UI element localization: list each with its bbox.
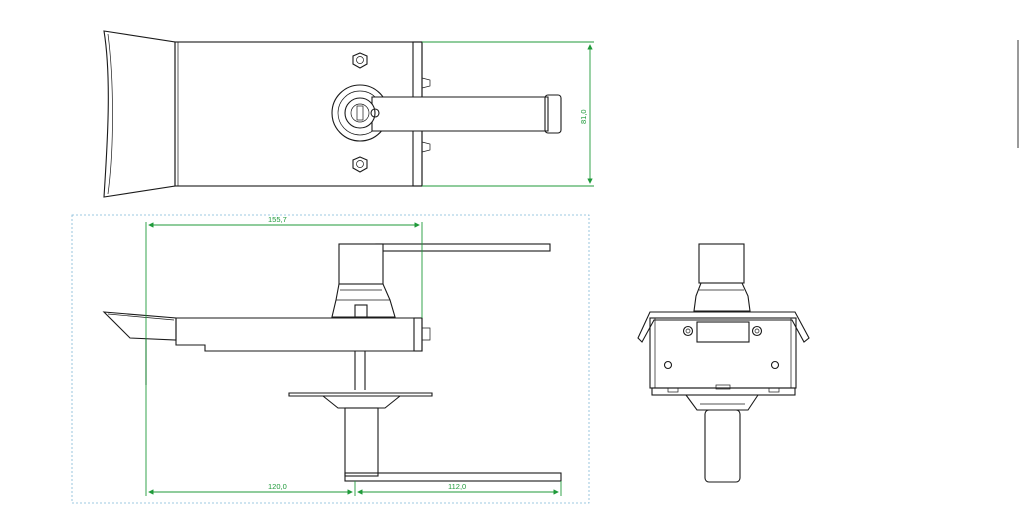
top-view-funnel [103, 30, 176, 198]
side-view-lower-cylinder [704, 409, 741, 483]
front-view [102, 243, 562, 482]
front-view-hub [338, 243, 384, 285]
top-view-pin-top [421, 77, 431, 89]
dimension-top-view-height-label: 81,0 [579, 109, 588, 124]
dimension-front-view-right-label: 112,0 [448, 482, 466, 491]
top-view-cylinder [344, 97, 376, 129]
top-view-keyway [356, 105, 364, 121]
front-view-frame [71, 214, 590, 504]
top-view-cylinder-core [350, 103, 370, 123]
side-view [637, 243, 810, 483]
front-view-end-plate [413, 317, 423, 352]
top-view-funnel-inner [107, 33, 113, 195]
side-view-bracket [637, 311, 810, 343]
top-view-pin-bottom [421, 141, 431, 153]
side-view-latch-face [696, 321, 750, 343]
top-view-screw-bottom [352, 156, 368, 173]
side-view-base-plate [651, 387, 796, 396]
top-view-screw-top [352, 52, 368, 69]
dimension-front-view-width: 155,7 [145, 215, 423, 496]
front-view-latch [102, 311, 177, 341]
side-view-screw-upper-right [751, 325, 763, 337]
top-view-cylinder-side [370, 108, 380, 118]
top-view [103, 30, 562, 198]
front-view-top-handle [375, 243, 551, 252]
dimension-front-view-left-label: 120,0 [268, 482, 287, 491]
front-view-rose-disc [288, 392, 433, 397]
front-view-hub-base [331, 283, 396, 318]
dimension-top-view-height: 81,0 [422, 41, 594, 187]
top-view-lever-tip [544, 94, 562, 134]
side-view-top-base [693, 282, 751, 312]
front-view-pin [422, 327, 431, 341]
side-view-screw-lower-left [663, 360, 673, 370]
front-view-lower-cylinder [344, 407, 379, 477]
side-view-top-knob [698, 243, 745, 284]
front-view-body [175, 317, 423, 352]
front-view-hub-nut [354, 304, 368, 318]
dimension-front-view-width-label: 155,7 [268, 215, 287, 224]
side-view-screw-lower-right [770, 360, 780, 370]
top-view-lever [371, 96, 549, 132]
front-view-bottom-handle [344, 472, 562, 482]
side-view-screw-upper-left [682, 325, 694, 337]
dimension-front-view-bottom: 120,0 112,0 [148, 481, 562, 496]
